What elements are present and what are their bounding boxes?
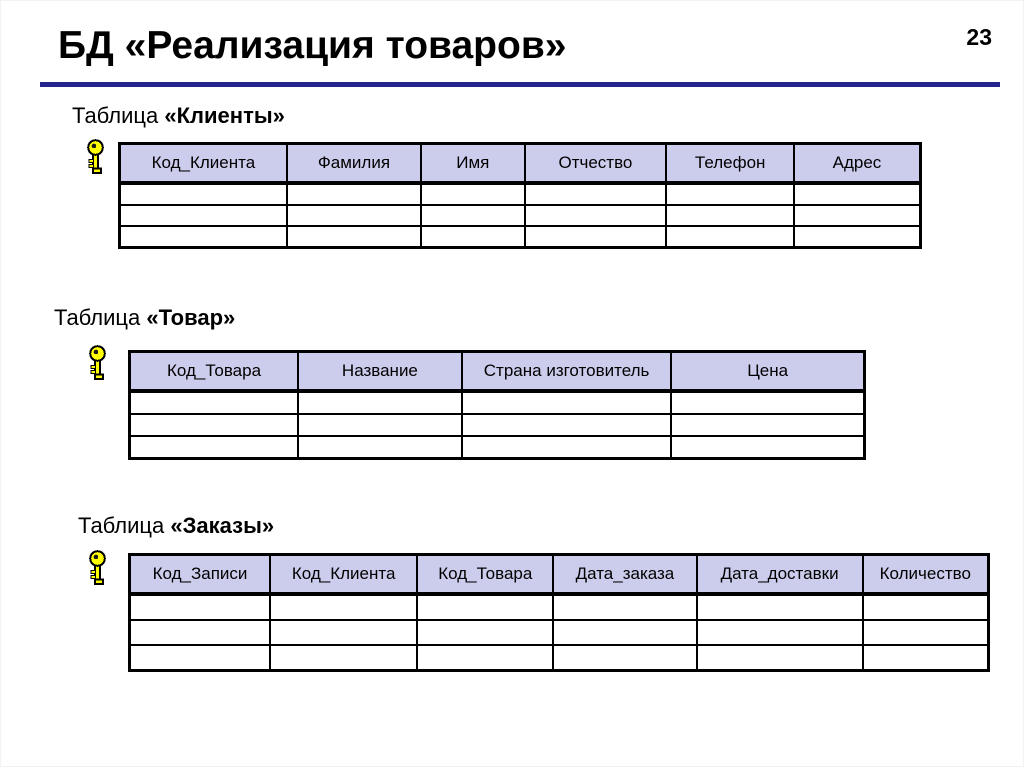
empty-cell [268, 644, 419, 672]
empty-cell [297, 435, 463, 460]
column-header: Название [297, 350, 463, 393]
empty-cell [268, 619, 419, 646]
empty-row [128, 593, 990, 621]
empty-row [118, 182, 922, 206]
empty-cell [552, 619, 698, 646]
section-label-products: Таблица «Товар» [54, 305, 235, 331]
empty-cell [420, 225, 526, 249]
empty-row [128, 390, 866, 415]
empty-cell [297, 390, 463, 415]
section-label-clients: Таблица «Клиенты» [72, 103, 285, 129]
column-header: Фамилия [285, 142, 423, 185]
title-rule [40, 82, 1000, 87]
empty-cell [523, 204, 668, 227]
empty-cell [861, 644, 990, 672]
table-name: «Товар» [146, 305, 236, 330]
empty-row [128, 644, 990, 672]
empty-cell [128, 593, 271, 621]
empty-cell [416, 593, 555, 621]
empty-cell [695, 644, 864, 672]
empty-cell [118, 204, 288, 227]
column-header: Отчество [523, 142, 668, 185]
empty-row [128, 435, 866, 460]
empty-cell [460, 413, 673, 437]
primary-key-icon [87, 345, 109, 381]
empty-cell [118, 182, 288, 206]
primary-key-icon [85, 139, 107, 175]
primary-key-icon [87, 550, 109, 586]
empty-cell [285, 225, 423, 249]
column-header: Код_Товара [416, 553, 555, 596]
empty-cell [128, 413, 300, 437]
empty-cell [792, 182, 922, 206]
empty-cell [665, 225, 795, 249]
empty-cell [695, 619, 864, 646]
empty-cell [128, 644, 271, 672]
empty-row [118, 225, 922, 249]
empty-cell [861, 619, 990, 646]
empty-cell [285, 182, 423, 206]
empty-cell [523, 182, 668, 206]
empty-cell [695, 593, 864, 621]
empty-cell [665, 204, 795, 227]
empty-cell [297, 413, 463, 437]
empty-cell [670, 435, 866, 460]
empty-cell [670, 413, 866, 437]
column-header: Страна изготовитель [460, 350, 673, 393]
empty-cell [552, 644, 698, 672]
empty-cell [670, 390, 866, 415]
empty-row [128, 413, 866, 437]
empty-cell [552, 593, 698, 621]
empty-cell [460, 435, 673, 460]
section-label-prefix: Таблица [72, 103, 159, 128]
empty-cell [665, 182, 795, 206]
section-label-prefix: Таблица [78, 513, 165, 538]
key-icon-glyph [89, 345, 106, 380]
empty-cell [460, 390, 673, 415]
empty-cell [128, 390, 300, 415]
page-title: БД «Реализация товаров» [58, 24, 567, 67]
empty-cell [118, 225, 288, 249]
column-header: Адрес [792, 142, 922, 185]
table-name: «Клиенты» [164, 103, 285, 128]
empty-cell [523, 225, 668, 249]
empty-cell [128, 619, 271, 646]
column-header: Количество [861, 553, 990, 596]
empty-cell [416, 644, 555, 672]
empty-cell [285, 204, 423, 227]
empty-row [118, 204, 922, 227]
section-label-prefix: Таблица [54, 305, 141, 330]
empty-cell [420, 182, 526, 206]
key-icon-glyph [87, 139, 104, 174]
column-header: Дата_заказа [552, 553, 698, 596]
empty-cell [128, 435, 300, 460]
column-header: Цена [670, 350, 866, 393]
column-header: Имя [420, 142, 526, 185]
column-header: Код_Клиента [268, 553, 419, 596]
column-header: Телефон [665, 142, 795, 185]
column-header: Дата_доставки [695, 553, 864, 596]
column-header: Код_Клиента [118, 142, 288, 185]
empty-cell [792, 225, 922, 249]
empty-row [128, 619, 990, 646]
empty-cell [268, 593, 419, 621]
empty-cell [792, 204, 922, 227]
empty-cell [420, 204, 526, 227]
page-number: 23 [966, 24, 992, 50]
column-header: Код_Товара [128, 350, 300, 393]
column-header: Код_Записи [128, 553, 271, 596]
key-icon-glyph [89, 550, 106, 585]
empty-cell [861, 593, 990, 621]
table-name: «Заказы» [170, 513, 275, 538]
section-label-orders: Таблица «Заказы» [78, 513, 274, 539]
empty-cell [416, 619, 555, 646]
